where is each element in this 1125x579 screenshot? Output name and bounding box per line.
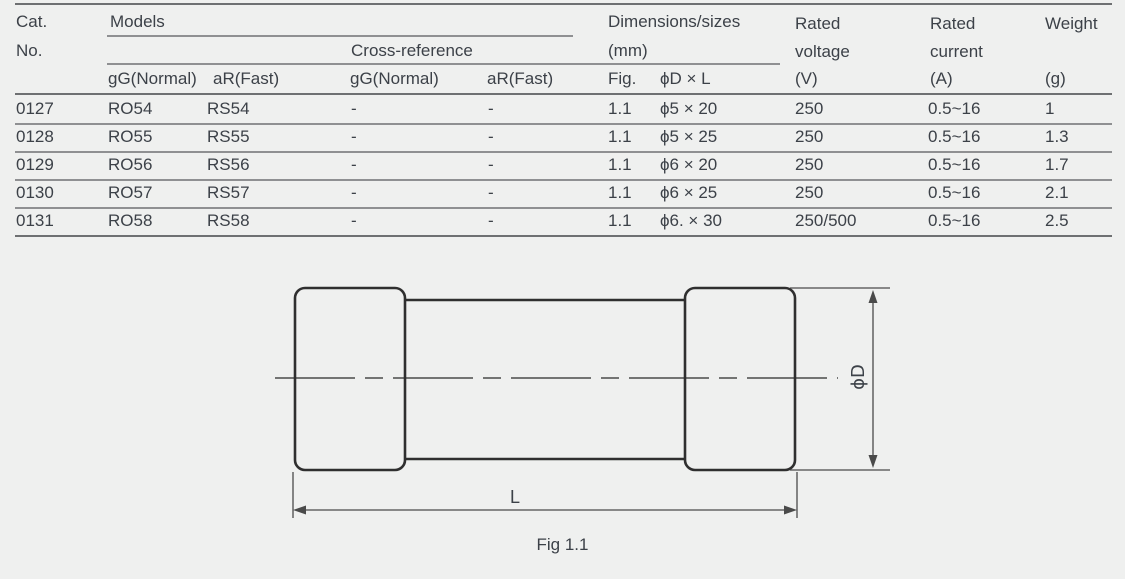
cell-gg: RO58: [108, 211, 153, 230]
cell-weight: 1.7: [1045, 155, 1069, 174]
cell-current: 0.5~16: [928, 155, 981, 174]
subcol-current-unit: (A): [930, 69, 953, 88]
subcol-ar-models: aR(Fast): [213, 69, 280, 88]
arrow-up-icon: [868, 290, 878, 303]
cell-gg: RO56: [108, 155, 153, 174]
cell-ar: RS56: [207, 155, 250, 174]
col-header-models: Models: [110, 12, 165, 31]
cell-voltage: 250: [795, 155, 824, 174]
row-separator: [15, 151, 1112, 153]
cell-cat: 0129: [16, 155, 54, 174]
cell-voltage: 250: [795, 99, 824, 118]
cell-xar: -: [488, 211, 494, 230]
cell-gg: RO55: [108, 127, 153, 146]
subcol-gg-cross: gG(Normal): [350, 69, 439, 88]
subcol-d-x-l: ϕD × L: [660, 69, 711, 88]
cell-weight: 2.5: [1045, 211, 1069, 230]
cell-cat: 0127: [16, 99, 54, 118]
length-label: L: [510, 487, 520, 507]
models-group-underline: [107, 35, 573, 37]
cell-current: 0.5~16: [928, 211, 981, 230]
spec-table: Cat. Models Dimensions/sizes Rated Rated…: [0, 0, 1125, 240]
col-header-no: No.: [16, 41, 43, 60]
cell-fig: 1.1: [608, 211, 632, 230]
subcol-fig: Fig.: [608, 69, 637, 88]
subcol-voltage-unit: (V): [795, 69, 818, 88]
cell-current: 0.5~16: [928, 183, 981, 202]
row-separator: [15, 207, 1112, 209]
col-header-dimensions-unit: (mm): [608, 41, 648, 60]
cell-voltage: 250/500: [795, 211, 857, 230]
table-row: 0128 RO55 RS55 - - 1.1 ϕ5 × 25 250 0.5~1…: [0, 123, 1125, 151]
cell-voltage: 250: [795, 127, 824, 146]
cell-dxl: ϕ5 × 20: [660, 99, 718, 118]
figure-caption: Fig 1.1: [536, 535, 589, 554]
cell-ar: RS54: [207, 99, 250, 118]
col-header-current-word: current: [930, 42, 983, 61]
cell-fig: 1.1: [608, 127, 632, 146]
cell-fig: 1.1: [608, 155, 632, 174]
cell-xgg: -: [351, 127, 357, 146]
left-end-cap: [293, 286, 407, 472]
cell-xar: -: [488, 155, 494, 174]
cell-cat: 0131: [16, 211, 54, 230]
col-header-weight: Weight: [1045, 14, 1098, 33]
cell-weight: 1: [1045, 99, 1055, 118]
cell-gg: RO54: [108, 99, 153, 118]
table-top-border: [15, 3, 1112, 5]
arrow-down-icon: [868, 455, 878, 468]
subcol-ar-cross: aR(Fast): [487, 69, 554, 88]
subgroup-underline: [107, 63, 780, 65]
cell-dxl: ϕ6. × 30: [660, 211, 722, 230]
col-header-rated-voltage: Rated: [795, 14, 841, 33]
col-header-dimensions: Dimensions/sizes: [608, 12, 741, 31]
cell-cat: 0128: [16, 127, 54, 146]
subcol-gg-models: gG(Normal): [108, 69, 197, 88]
cell-xgg: -: [351, 155, 357, 174]
table-row: 0130 RO57 RS57 - - 1.1 ϕ6 × 25 250 0.5~1…: [0, 179, 1125, 207]
diameter-label: ϕD: [848, 364, 869, 390]
cell-fig: 1.1: [608, 99, 632, 118]
cell-current: 0.5~16: [928, 127, 981, 146]
cell-dxl: ϕ5 × 25: [660, 127, 718, 146]
cell-xar: -: [488, 183, 494, 202]
cell-gg: RO57: [108, 183, 153, 202]
col-header-voltage-word: voltage: [795, 42, 850, 61]
cell-ar: RS57: [207, 183, 250, 202]
cell-fig: 1.1: [608, 183, 632, 202]
cell-xgg: -: [351, 183, 357, 202]
table-bottom-border: [15, 235, 1112, 237]
col-header-cross-reference: Cross-reference: [351, 41, 473, 60]
cell-xgg: -: [351, 99, 357, 118]
cell-ar: RS55: [207, 127, 250, 146]
row-separator: [15, 179, 1112, 181]
cell-current: 0.5~16: [928, 99, 981, 118]
cell-ar: RS58: [207, 211, 250, 230]
cell-dxl: ϕ6 × 25: [660, 183, 718, 202]
row-separator: [15, 123, 1112, 125]
col-header-rated-current: Rated: [930, 14, 976, 33]
table-row: 0131 RO58 RS58 - - 1.1 ϕ6. × 30 250/500 …: [0, 207, 1125, 235]
table-row: 0129 RO56 RS56 - - 1.1 ϕ6 × 20 250 0.5~1…: [0, 151, 1125, 179]
cell-cat: 0130: [16, 183, 54, 202]
cell-xar: -: [488, 127, 494, 146]
header-bottom-border: [15, 93, 1112, 95]
cell-xgg: -: [351, 211, 357, 230]
cell-dxl: ϕ6 × 20: [660, 155, 718, 174]
right-end-cap: [683, 286, 797, 472]
cell-weight: 1.3: [1045, 127, 1069, 146]
cell-xar: -: [488, 99, 494, 118]
arrow-left-icon: [293, 505, 306, 515]
arrow-right-icon: [784, 505, 797, 515]
table-row: 0127 RO54 RS54 - - 1.1 ϕ5 × 20 250 0.5~1…: [0, 95, 1125, 123]
subcol-weight-unit: (g): [1045, 69, 1066, 88]
cell-weight: 2.1: [1045, 183, 1069, 202]
col-header-cat: Cat.: [16, 12, 48, 31]
cell-voltage: 250: [795, 183, 824, 202]
